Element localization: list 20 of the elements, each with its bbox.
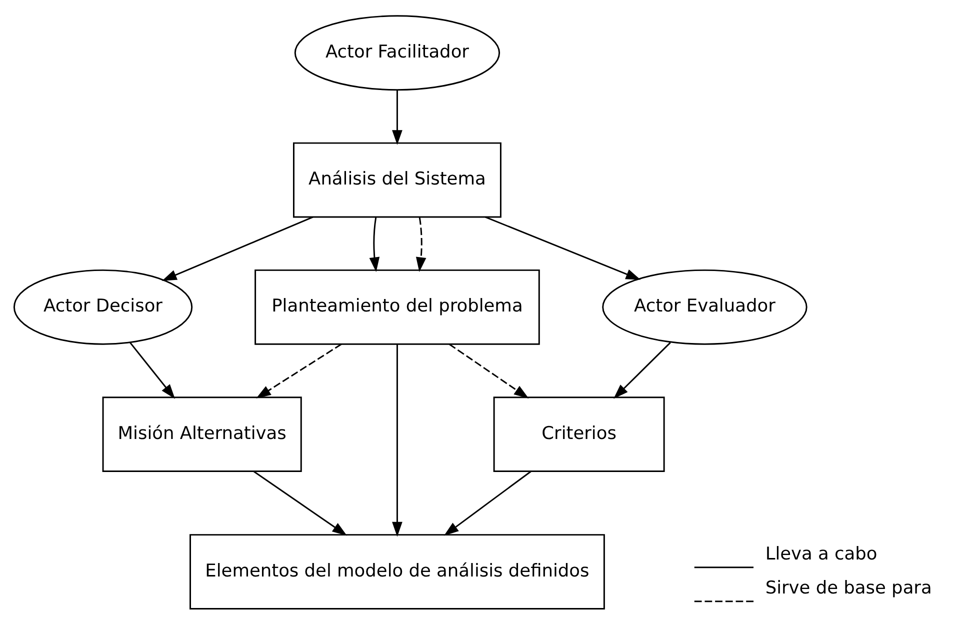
node-box: Planteamiento del problema [254, 269, 540, 345]
arrow [130, 342, 176, 399]
arrow [162, 216, 314, 281]
arrow [253, 470, 348, 536]
legend-label: Sirve de base para [765, 578, 932, 598]
arrow [256, 344, 342, 398]
arrow [448, 344, 529, 398]
arrow [369, 217, 380, 272]
arrow [392, 90, 402, 145]
arrow [444, 470, 532, 536]
node-box: Análisis del Sistema [293, 142, 502, 218]
legend-label: Lleva a cabo [765, 544, 878, 564]
node-box: Misión Alternativas [102, 396, 302, 472]
node-ellipse: Actor Facilitador [294, 15, 500, 91]
arrow [392, 344, 402, 537]
arrow [485, 216, 641, 280]
node-box: Criterios [493, 396, 665, 472]
arrow [416, 217, 426, 272]
node-box: Elementos del modelo de análisis definidos [190, 534, 605, 610]
arrow [614, 342, 671, 399]
